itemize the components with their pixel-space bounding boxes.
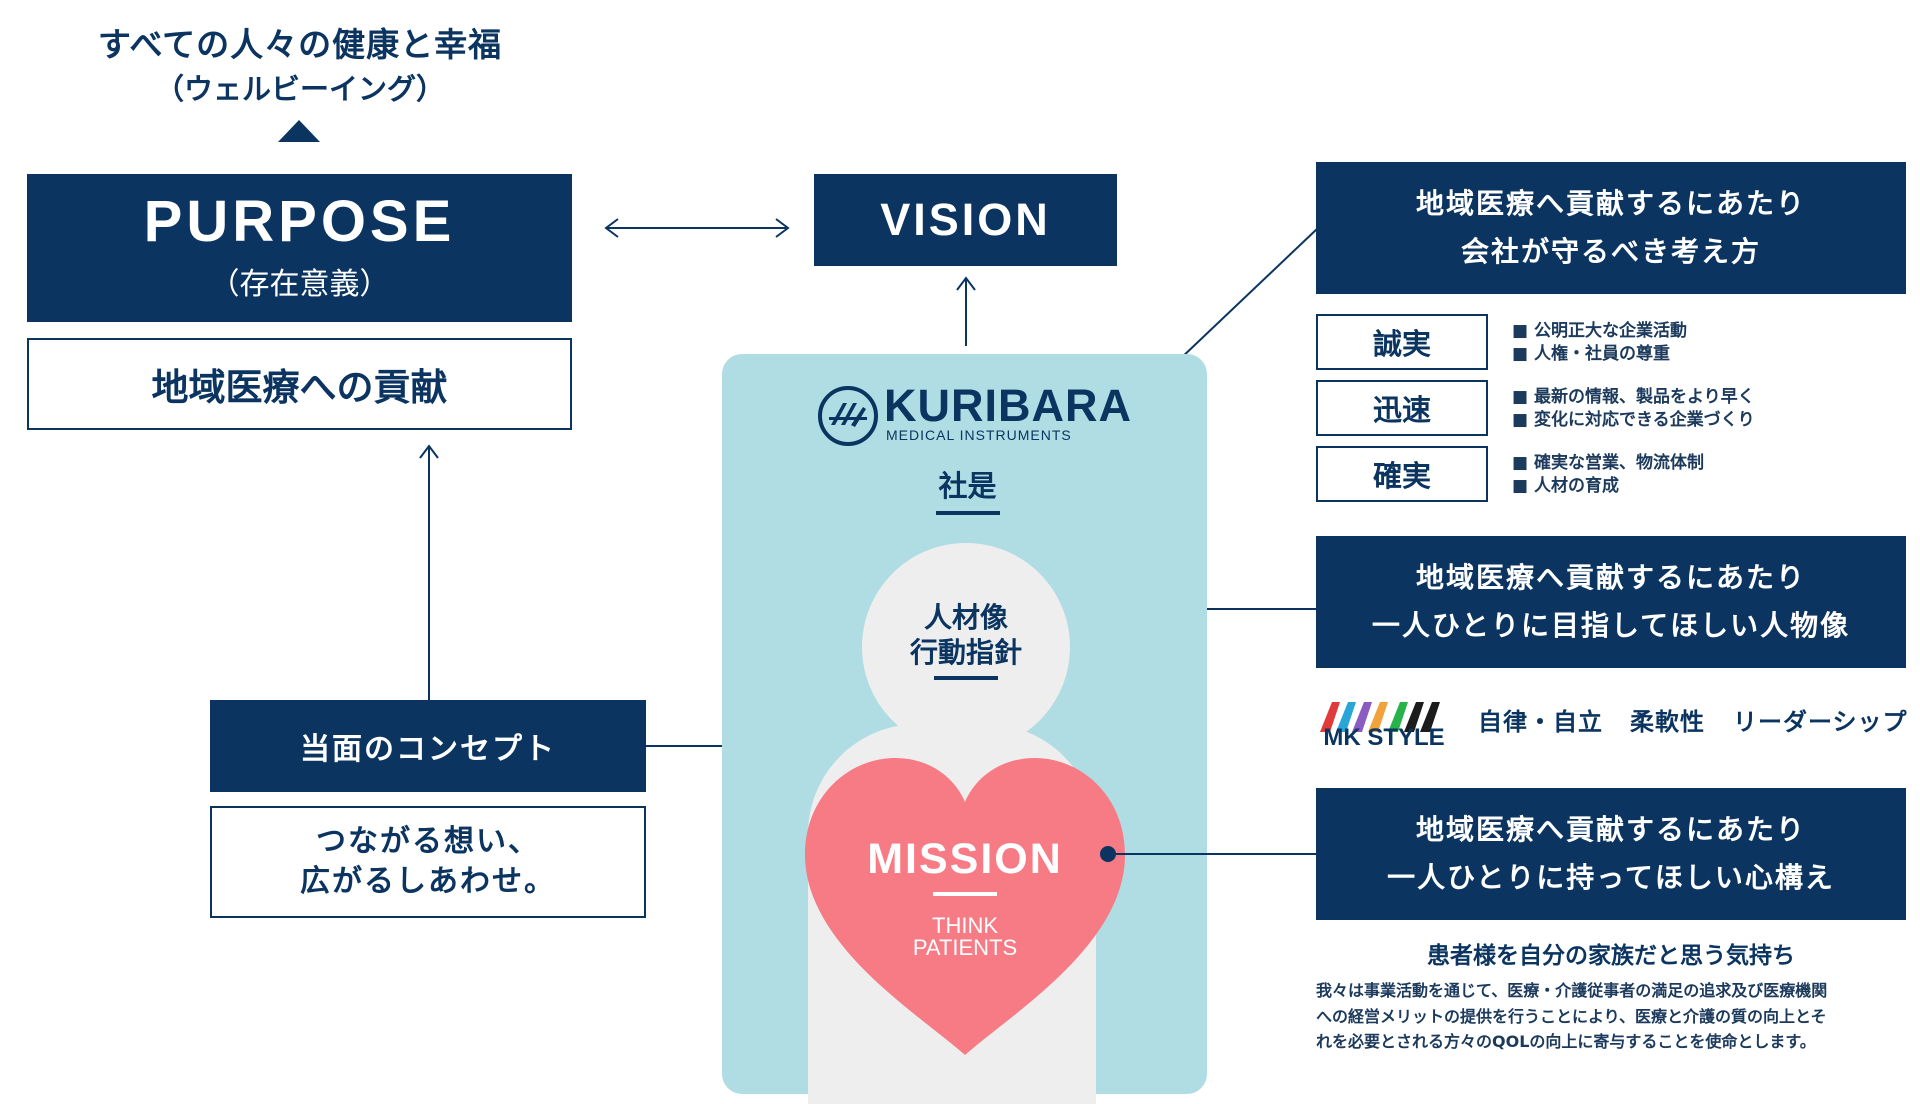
mk-style-logo-text: MK STYLE [1323, 724, 1445, 751]
feeling-heading: 患者様を自分の家族だと思う気持ち [1427, 943, 1795, 969]
vision-box: VISION [814, 174, 1117, 266]
wellbeing-title: すべての人々の健康と幸福 [97, 25, 503, 64]
concept-line-2: 広がるしあわせ。 [300, 864, 556, 899]
concept-line-1: つながる想い、 [316, 823, 540, 859]
philosophy-line [1158, 227, 1319, 380]
motto-underline [935, 511, 1000, 515]
mission-desc-line: への経営メリットの提供を行うことにより、医療と介護の質の向上とそ [1316, 1006, 1827, 1026]
virtue-speed-desc: ■ 最新の情報、製品をより早く ■ 変化に対応できる企業づくり [1512, 386, 1755, 432]
virtue-item: ■ 最新の情報、製品をより早く [1512, 387, 1755, 407]
mission-desc-line: 我々は事業活動を通じて、医療・介護従事者の満足の追求及び医療機関 [1316, 981, 1828, 1000]
virtue-item: ■ 公明正大な企業活動 [1512, 321, 1687, 341]
virtue-sincerity-desc: ■ 公明正大な企業活動 ■ 人権・社員の尊重 [1512, 320, 1687, 366]
ideal-person-line-1: 地域医療へ貢献するにあたり [1415, 561, 1806, 595]
philosophy-line-2: 会社が守るべき考え方 [1460, 235, 1761, 268]
motto-label-text: 社是 [938, 469, 997, 503]
person-underline [934, 676, 998, 680]
virtue-item: ■ 確実な営業、物流体制 [1512, 453, 1704, 473]
concept-statement: つながる想い、 広がるしあわせ。 [210, 806, 646, 918]
person-line-1: 人材像 [923, 601, 1008, 634]
mindset-line-2: 一人ひとりに持ってほしい心構え [1387, 861, 1835, 894]
purpose-statement: 地域医療への貢献 [27, 338, 572, 430]
mission-label: MISSION [790, 835, 1140, 896]
virtue-item: ■ 人材の育成 [1512, 475, 1619, 496]
concept-box: 当面のコンセプト [210, 700, 646, 792]
mindset-box: 地域医療へ貢献するにあたり 一人ひとりに持ってほしい心構え [1316, 788, 1906, 920]
mk-style-logo-icon [1320, 702, 1440, 732]
mission-label-text: MISSION [867, 835, 1063, 883]
ideal-person-line-2: 一人ひとりに目指してほしい人物像 [1371, 609, 1851, 642]
mk-style-item-flexibility: 柔軟性 [1630, 708, 1705, 736]
virtue-sincerity: 誠実 [1316, 314, 1488, 370]
virtue-speed: 迅速 [1316, 380, 1488, 436]
virtue-item: ■ 人権・社員の尊重 [1512, 343, 1670, 364]
purpose-label: PURPOSE [143, 189, 456, 254]
mission-desc-line: れを必要とされる方々のQOLの向上に寄与することを使命とします。 [1316, 1032, 1816, 1052]
kuribara-logo-icon [818, 386, 878, 446]
mission-description: 我々は事業活動を通じて、医療・介護従事者の満足の追求及び医療機関 への経営メリッ… [1316, 978, 1906, 1055]
ideal-person-box: 地域医療へ貢献するにあたり 一人ひとりに目指してほしい人物像 [1316, 536, 1906, 668]
philosophy-box: 地域医療へ貢献するにあたり 会社が守るべき考え方 [1316, 162, 1906, 294]
kuribara-logo-name: KURIBARA [884, 380, 1132, 431]
mission-sub-2: PATIENTS [912, 935, 1018, 960]
mission-subtitle: THINK PATIENTS [790, 915, 1140, 959]
philosophy-line-1: 地域医療へ貢献するにあたり [1415, 187, 1806, 221]
mindset-connector [1108, 853, 1318, 855]
virtue-certainty: 確実 [1316, 446, 1488, 502]
mindset-line-1: 地域医療へ貢献するにあたり [1415, 813, 1806, 847]
motto-label: 社是 [900, 463, 1035, 515]
virtue-item: ■ 変化に対応できる企業づくり [1512, 409, 1755, 430]
person-line-2: 行動指針 [909, 636, 1022, 669]
person-head-silhouette [862, 543, 1070, 751]
mission-underline [933, 892, 997, 896]
mission-sub-1: THINK [932, 913, 998, 938]
virtue-certainty-desc: ■ 確実な営業、物流体制 ■ 人材の育成 [1512, 452, 1704, 498]
mk-style-item-leadership: リーダーシップ [1733, 708, 1908, 736]
purpose-label-jp: （存在意義） [209, 267, 390, 302]
person-label: 人材像 行動指針 [880, 600, 1052, 680]
up-triangle-icon [278, 120, 320, 142]
mk-style-item-autonomy: 自律・自立 [1478, 708, 1603, 736]
wellbeing-subtitle: （ウェルビーイング） [154, 72, 445, 106]
kuribara-logo-sub: MEDICAL INSTRUMENTS [886, 427, 1072, 443]
purpose-box: PURPOSE （存在意義） [27, 174, 572, 322]
